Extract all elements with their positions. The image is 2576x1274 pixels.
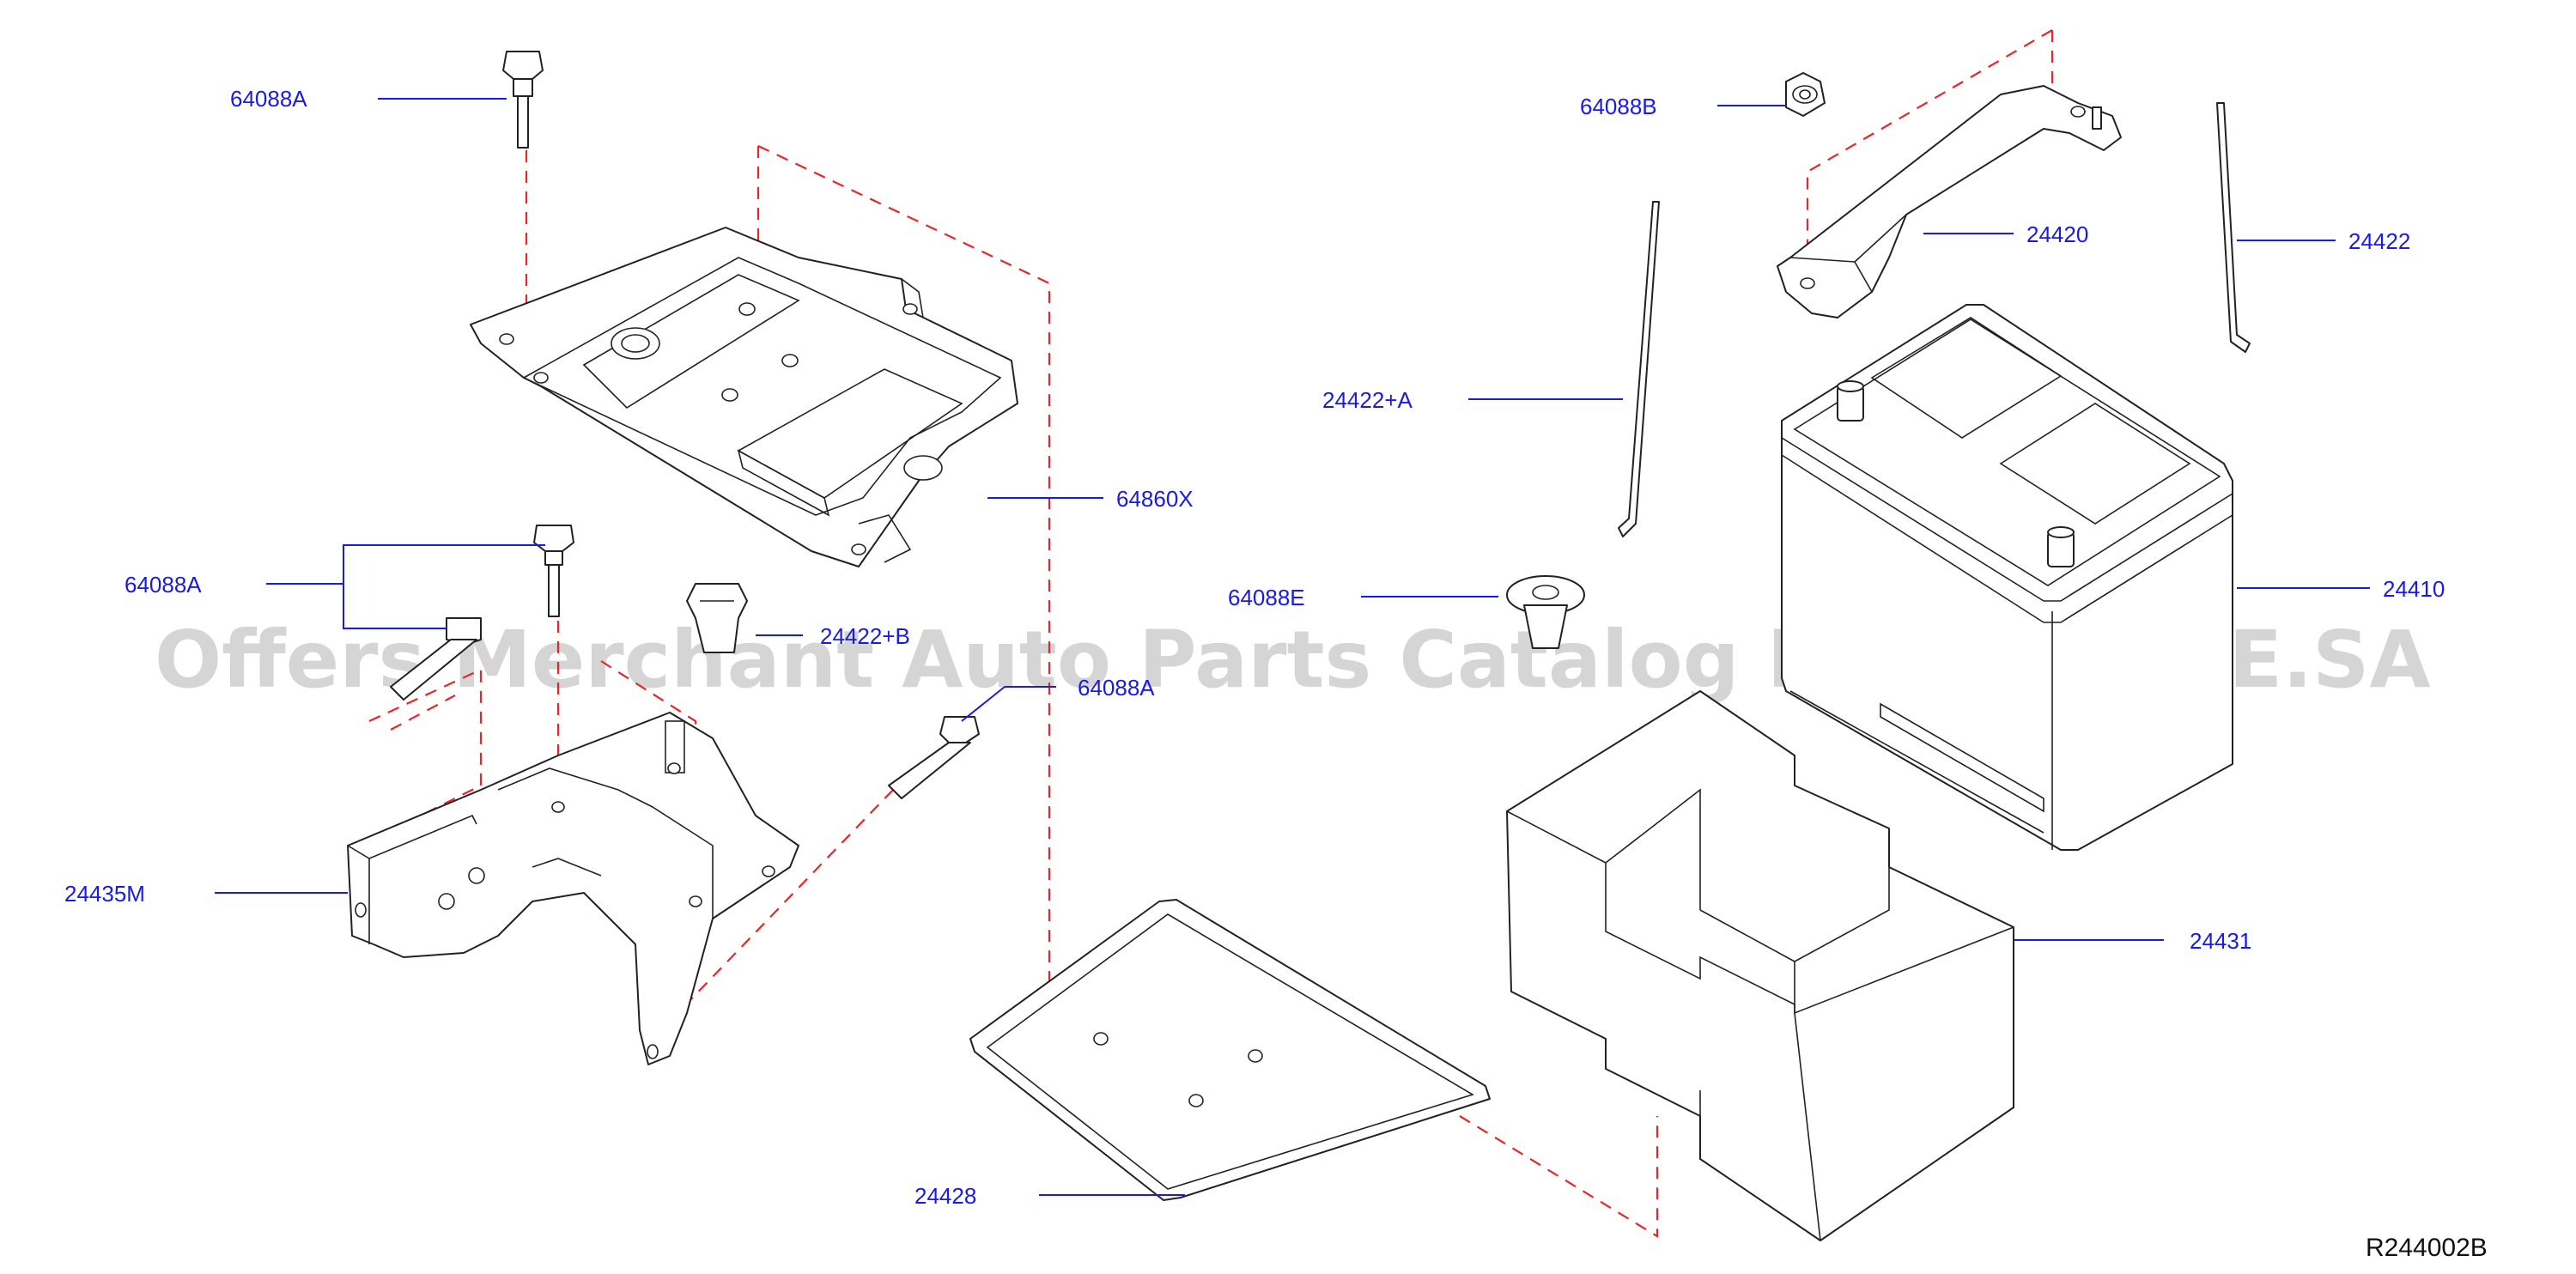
bolt-64088A-top	[502, 51, 544, 149]
label-24435M: 24435M	[64, 881, 145, 907]
rod-24422	[2216, 102, 2251, 353]
clip-64088E	[1506, 575, 1585, 649]
label-64088A-top: 64088A	[230, 86, 307, 112]
label-24420: 24420	[2026, 221, 2088, 247]
bolt-64088A-mid-vertical	[533, 525, 574, 617]
battery-24410	[1781, 304, 2233, 851]
battery-tray-64860X	[470, 227, 1018, 567]
label-64860X: 64860X	[1116, 486, 1194, 512]
rod-24422A	[1618, 201, 1660, 537]
label-64088B: 64088B	[1580, 94, 1657, 119]
clip-24422B	[686, 583, 748, 653]
diagram-code: R244002B	[2366, 1234, 2488, 1262]
hold-down-frame-24420	[1777, 85, 2122, 318]
bolt-64088A-mid-angled	[390, 617, 482, 701]
label-64088A-left: 64088A	[125, 572, 202, 598]
nut-64088B	[1785, 72, 1826, 117]
leader-lines	[215, 98, 2370, 1196]
tray-pad-24428	[969, 899, 1491, 1201]
label-64088E: 64088E	[1228, 585, 1305, 610]
battery-cover-24431	[1506, 690, 2014, 1241]
label-24431: 24431	[2190, 928, 2251, 954]
callout-labels: 64088A 64088B 24420 24422 24422+A 64860X…	[64, 86, 2445, 1209]
bracket-24435M	[347, 712, 799, 1065]
label-64088A-mid: 64088A	[1078, 675, 1155, 701]
label-24428: 24428	[914, 1183, 976, 1209]
label-24422B: 24422+B	[820, 623, 910, 649]
label-24410: 24410	[2383, 576, 2445, 602]
bolt-64088A-right	[888, 716, 980, 799]
label-24422A: 24422+A	[1322, 387, 1413, 413]
label-24422: 24422	[2348, 228, 2410, 254]
